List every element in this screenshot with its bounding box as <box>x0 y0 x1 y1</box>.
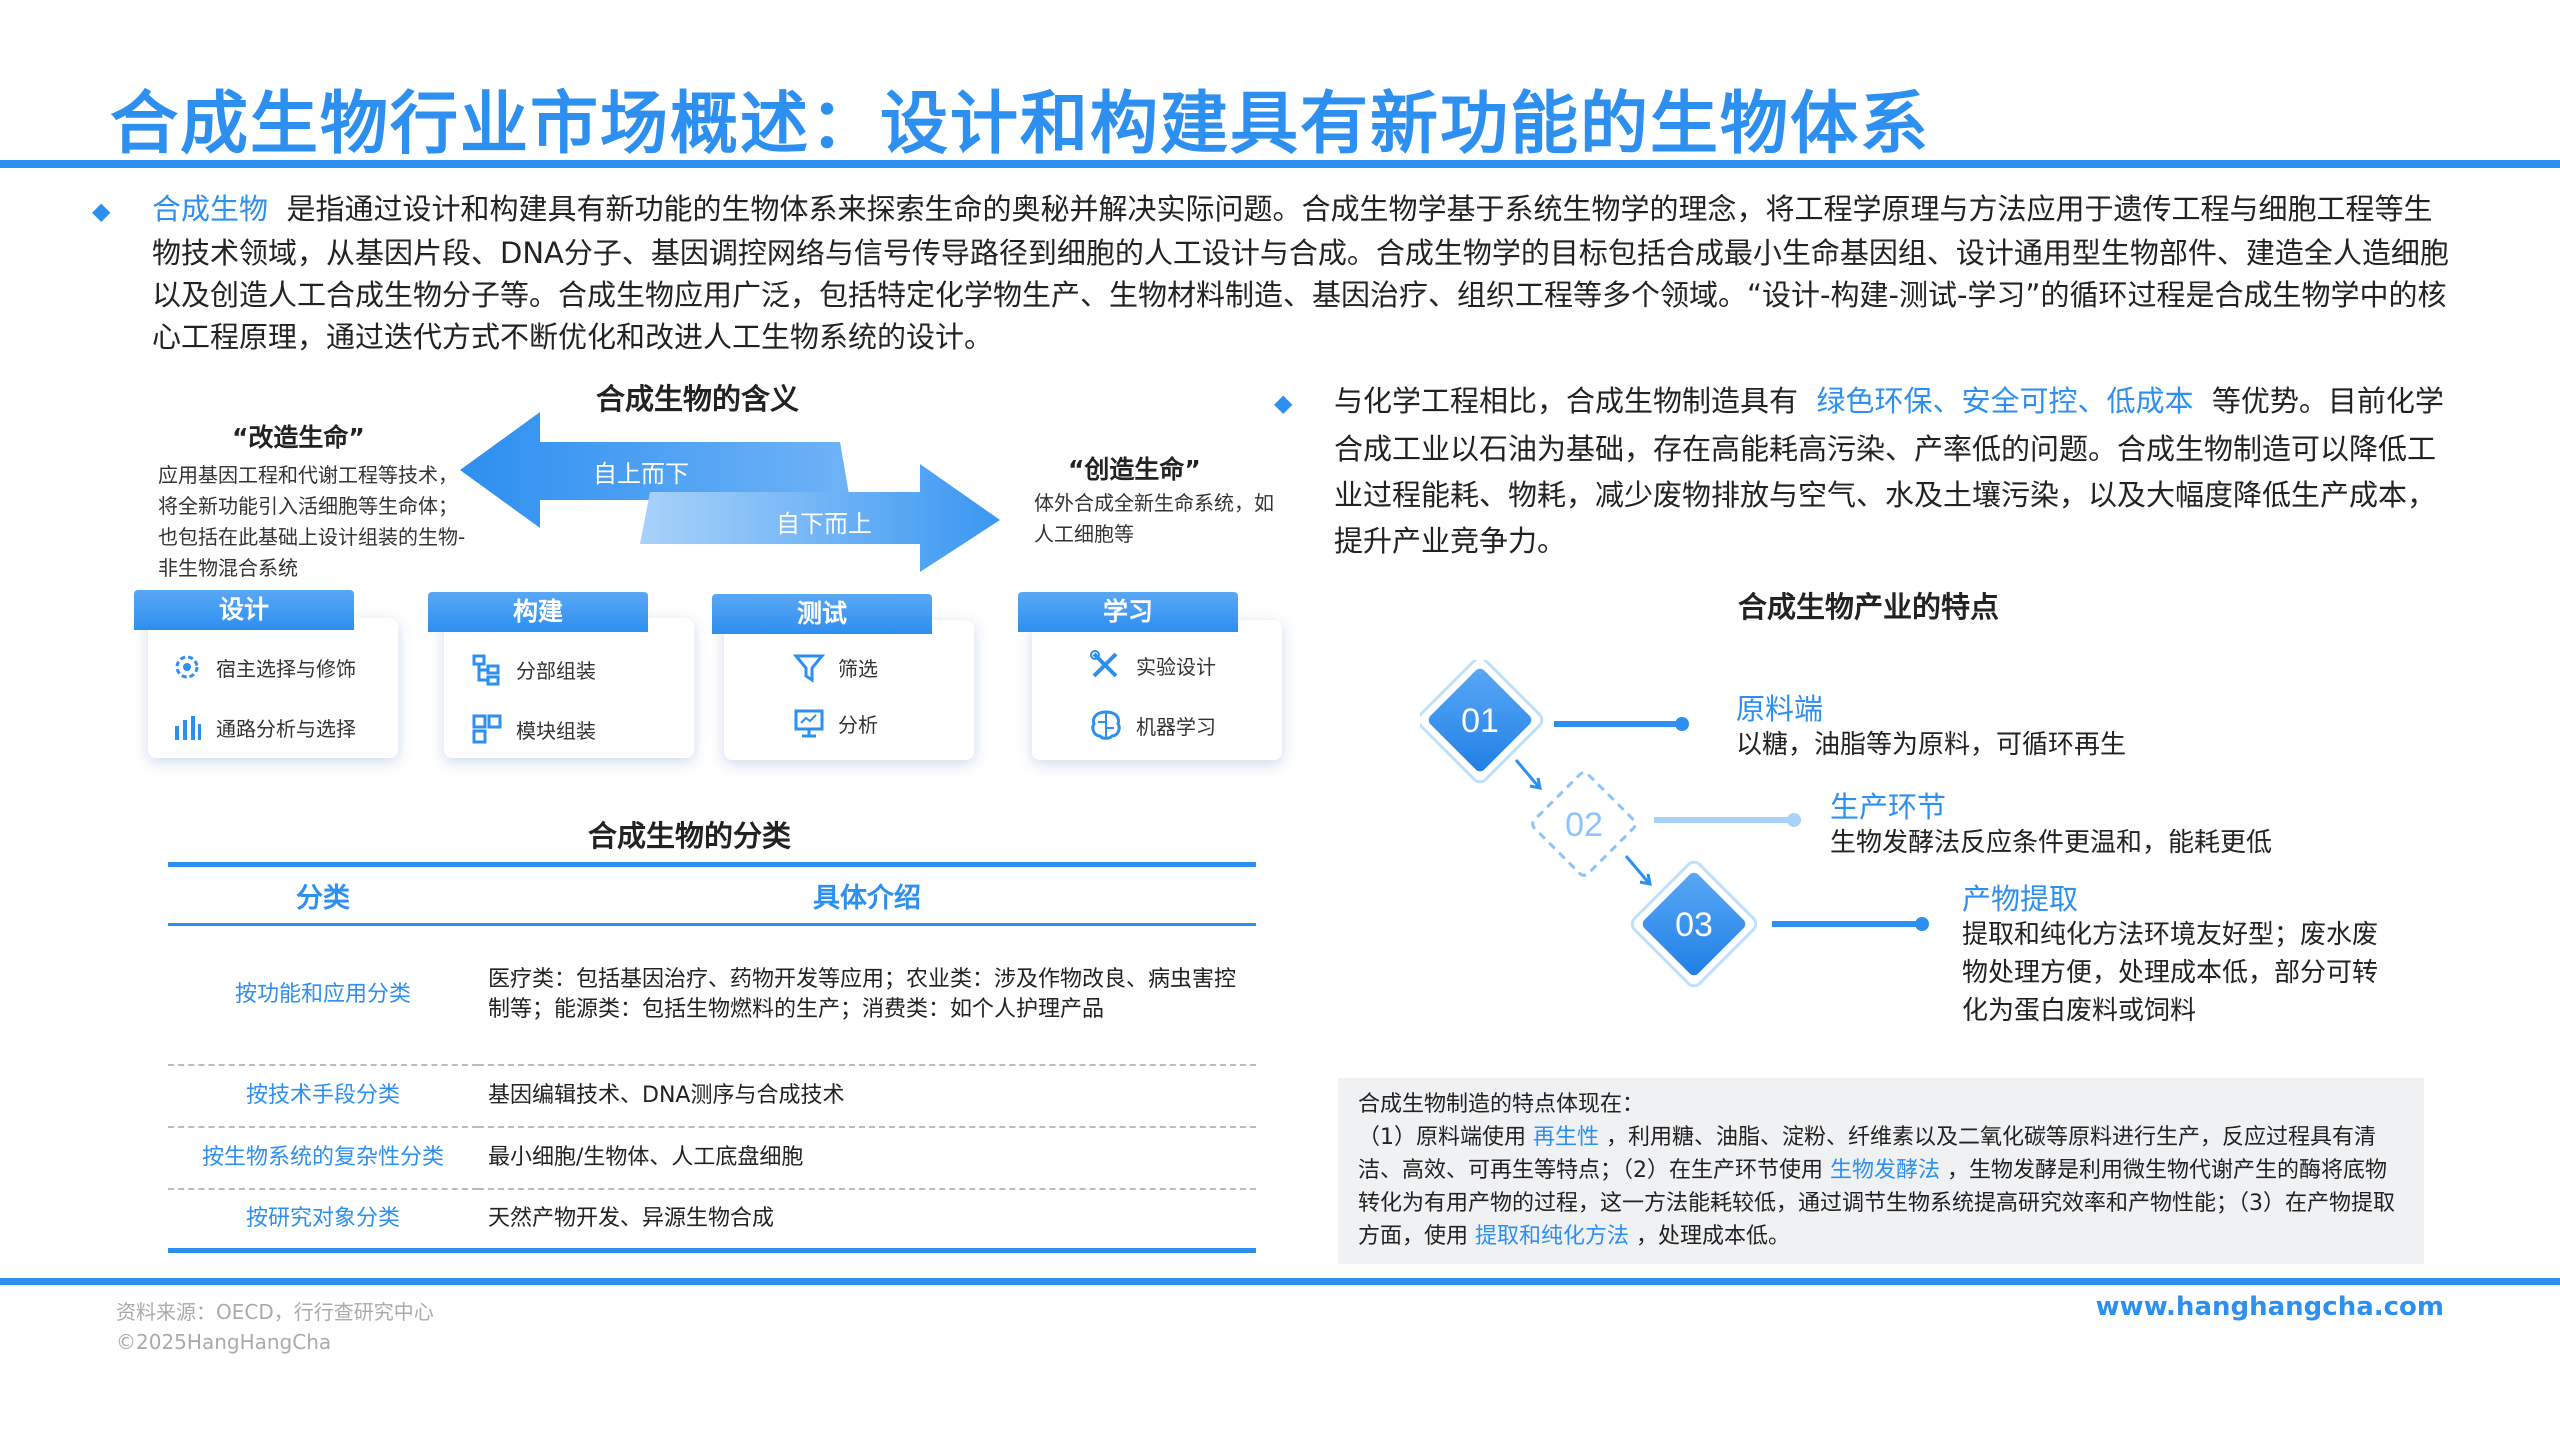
summary-text-4: ，处理成本低。 <box>1636 1224 1791 1249</box>
advantage-paragraph: ◆ 与化学工程相比，合成生物制造具有 绿色环保、安全可控、低成本 等优势。目前化学… <box>1274 378 2450 564</box>
cycle-item-build-2: 模块组装 <box>470 712 596 746</box>
cycle-item-label: 分析 <box>838 712 878 737</box>
step-02-diamond <box>1531 771 1637 877</box>
summary-text-3: ，生物发酵是利用微生物代谢产生的酶将底物转化为有用产物的过程，这一方法能耗较低，… <box>1358 1158 2396 1249</box>
monitor-icon <box>794 709 824 738</box>
advantage-post: 等优势。目前化学合成工业以石油为基础，存在高能耗高污染、产率低的问题。合成生物制… <box>1334 384 2444 558</box>
cycle-item-label: 宿主选择与修饰 <box>216 656 356 681</box>
feature-steps-graphic: 01 02 03 <box>1420 660 1929 988</box>
step-02-number: 02 <box>1565 806 1603 844</box>
classification-title: 合成生物的分类 <box>588 819 792 853</box>
row-description: 天然产物开发、异源生物合成 <box>478 1188 1256 1253</box>
tools-icon <box>1090 650 1118 678</box>
intro-text: 是指通过设计和构建具有新功能的生物体系来探索生命的奥秘并解决实际问题。合成生物学… <box>152 192 2449 354</box>
bottom-divider <box>0 1278 2560 1285</box>
step-02-desc: 生物发酵法反应条件更温和，能耗更低 <box>1830 828 2273 858</box>
table-header-row: 分类 具体介绍 <box>168 862 1256 926</box>
summary-highlight-1: 再生性 <box>1533 1125 1600 1150</box>
top-down-label: 自上而下 <box>593 460 689 488</box>
tab-test: 测试 <box>712 594 932 634</box>
create-life-title: “创造生命” <box>1068 455 1201 484</box>
step-01-desc: 以糖，油脂等为原料，可循环再生 <box>1736 730 2127 760</box>
cycle-item-design-1: 宿主选择与修饰 <box>170 650 356 684</box>
top-divider <box>0 160 2560 168</box>
summary-text-2: ，利用糖、油脂、淀粉、纤维素以及二氧化碳等原料进行生产，反应过程具有清洁、高效、… <box>1358 1125 2377 1183</box>
classification-table: 分类 具体介绍 按功能和应用分类 医疗类：包括基因治疗、药物开发等应用；农业类：… <box>168 862 1256 1253</box>
cycle-item-build-1: 分部组装 <box>470 652 596 686</box>
tree-icon <box>472 654 500 686</box>
bar-chart-icon <box>175 716 201 740</box>
table-row: 按技术手段分类 基因编辑技术、DNA测序与合成技术 <box>168 1064 1256 1128</box>
cycle-item-label: 筛选 <box>838 656 878 681</box>
bottom-up-label: 自下而上 <box>776 510 872 538</box>
cycle-card-learn <box>1032 620 1282 760</box>
cycle-item-label: 机器学习 <box>1136 714 1216 739</box>
summary-heading: 合成生物制造的特点体现在： <box>1358 1092 1645 1117</box>
cycle-item-label: 实验设计 <box>1136 654 1216 679</box>
modify-life-title: “改造生命” <box>232 423 365 452</box>
summary-body: （1）原料端使用 再生性 ，利用糖、油脂、淀粉、纤维素以及二氧化碳等原料进行生产… <box>1358 1121 2404 1253</box>
row-category: 按生物系统的复杂性分类 <box>168 1126 478 1190</box>
summary-highlight-3: 提取和纯化方法 <box>1475 1224 1630 1249</box>
tab-design: 设计 <box>134 590 354 630</box>
cycle-item-label: 分部组装 <box>516 658 596 683</box>
summary-box: 合成生物制造的特点体现在： （1）原料端使用 再生性 ，利用糖、油脂、淀粉、纤维… <box>1338 1078 2424 1264</box>
gear-icon <box>175 655 199 679</box>
header-description: 具体介绍 <box>478 862 1256 926</box>
filter-icon <box>792 654 826 683</box>
meaning-title: 合成生物的含义 <box>596 382 800 416</box>
step-01-number: 01 <box>1461 702 1499 740</box>
step-02-label: 生产环节 <box>1830 790 1947 824</box>
brain-icon <box>1091 710 1121 740</box>
page-title: 合成生物行业市场概述：设计和构建具有新功能的生物体系 <box>110 85 1931 164</box>
modules-icon <box>472 714 502 744</box>
summary-highlight-2: 生物发酵法 <box>1830 1158 1941 1183</box>
summary-text-1: （1）原料端使用 <box>1358 1125 1526 1150</box>
row-category: 按功能和应用分类 <box>168 924 478 1066</box>
cycle-item-test-2: 分析 <box>792 706 878 740</box>
step-03-desc: 提取和纯化方法环境友好型；废水废物处理方便，处理成本低，部分可转化为蛋白废料或饲… <box>1962 920 2379 1026</box>
tab-build: 构建 <box>428 592 648 632</box>
row-description: 基因编辑技术、DNA测序与合成技术 <box>478 1064 1256 1128</box>
step-03-diamond <box>1642 872 1746 976</box>
footer-source: 资料来源：OECD，行行查研究中心 <box>116 1300 434 1324</box>
cycle-item-learn-2: 机器学习 <box>1088 708 1216 742</box>
diamond-bullet-icon: ◆ <box>92 197 111 225</box>
cycle-item-test-1: 筛选 <box>792 650 878 684</box>
header-category: 分类 <box>168 862 478 926</box>
cycle-card-test <box>724 620 974 760</box>
bottom-up-arrow <box>640 464 1000 572</box>
step-01-label: 原料端 <box>1736 692 1824 726</box>
table-row: 按生物系统的复杂性分类 最小细胞/生物体、人工底盘细胞 <box>168 1126 1256 1190</box>
table-row: 按功能和应用分类 医疗类：包括基因治疗、药物开发等应用；农业类：涉及作物改良、病… <box>168 924 1256 1066</box>
cycle-item-design-2: 通路分析与选择 <box>170 710 356 744</box>
create-life-desc: 体外合成全新生命系统，如人工细胞等 <box>1034 491 1274 546</box>
modify-life-desc: 应用基因工程和代谢工程等技术，将全新功能引入活细胞等生命体；也包括在此基础上设计… <box>158 463 466 580</box>
advantage-highlight: 绿色环保、安全可控、低成本 <box>1816 384 2194 418</box>
row-description: 最小细胞/生物体、人工底盘细胞 <box>478 1126 1256 1190</box>
step-03-label: 产物提取 <box>1962 882 2079 916</box>
table-row: 按研究对象分类 天然产物开发、异源生物合成 <box>168 1188 1256 1253</box>
row-description: 医疗类：包括基因治疗、药物开发等应用；农业类：涉及作物改良、病虫害控制等；能源类… <box>478 924 1256 1066</box>
intro-paragraph: ◆ 合成生物 是指通过设计和构建具有新功能的生物体系来探索生命的奥秘并解决实际问题… <box>92 188 2452 358</box>
row-category: 按研究对象分类 <box>168 1188 478 1253</box>
cycle-item-learn-1: 实验设计 <box>1088 648 1216 682</box>
diamond-bullet-icon: ◆ <box>1274 389 1293 417</box>
cycle-item-label: 模块组装 <box>516 718 596 743</box>
row-category: 按技术手段分类 <box>168 1064 478 1128</box>
intro-highlight: 合成生物 <box>152 192 269 226</box>
footer-copyright: ©2025HangHangCha <box>116 1330 332 1354</box>
step-03-number: 03 <box>1675 906 1713 944</box>
direction-arrows <box>460 412 1000 572</box>
tab-learn: 学习 <box>1018 592 1238 632</box>
features-title: 合成生物产业的特点 <box>1738 590 2000 624</box>
cycle-card-design <box>148 618 398 758</box>
footer-url-link[interactable]: www.hanghangcha.com <box>2095 1292 2444 1322</box>
cycle-item-label: 通路分析与选择 <box>216 716 356 741</box>
step-01-diamond <box>1428 668 1532 772</box>
advantage-pre: 与化学工程相比，合成生物制造具有 <box>1334 384 1799 418</box>
